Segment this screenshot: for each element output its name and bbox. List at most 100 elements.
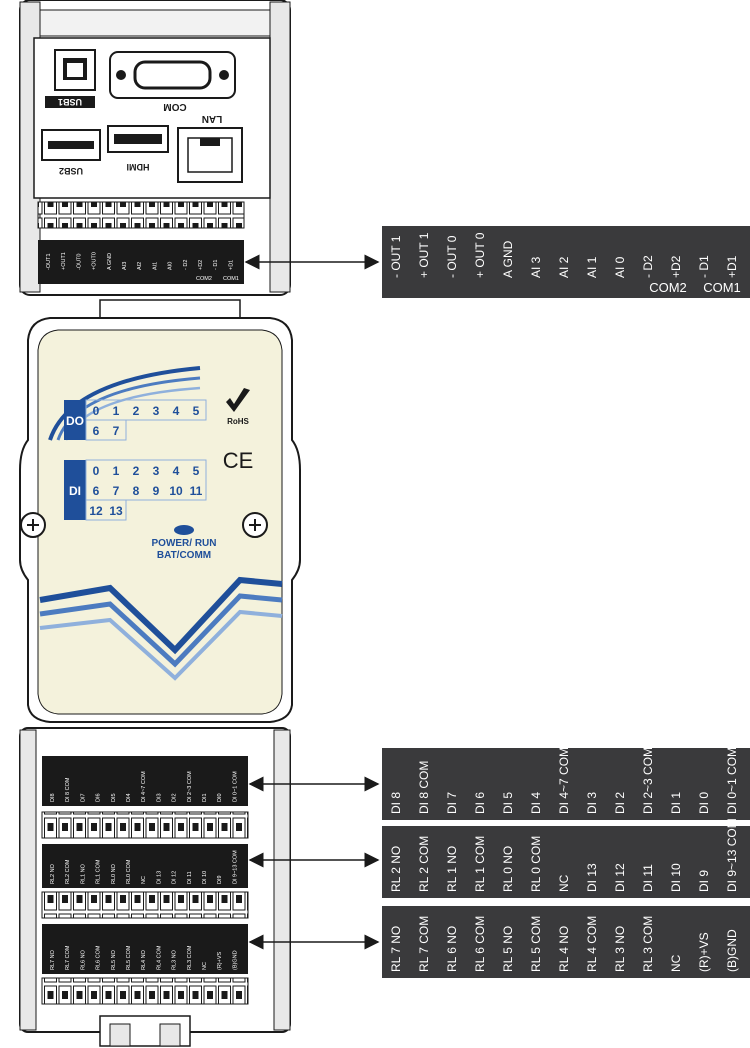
rl-small-label-3: RL1 COM (96, 859, 102, 884)
callout-rl-label-4: RL 0 NO (501, 846, 515, 892)
rl2-small-label-8: RL3 NO (172, 949, 178, 970)
top-small-label-11: - D1 (213, 260, 219, 270)
di-small-label-12: DI 0~1 COM (232, 771, 238, 802)
callout-top-label-7: AI 1 (585, 256, 599, 278)
terminal-block-2 (41, 891, 249, 919)
di-small-label-4: DI5 (111, 793, 117, 802)
callout-rl2-label-11: (R)+VS (697, 932, 711, 972)
callout-rl-label-8: DI 12 (613, 863, 627, 892)
callout-di-label-3: DI 6 (473, 792, 487, 814)
do-indicator-0: 0 (93, 404, 100, 418)
rl2-small-label-11: (R)+VS (217, 951, 223, 970)
rl-small-label-12: DI 9~13 COM (232, 850, 238, 884)
callout-rl-label-2: RL 1 NO (445, 846, 459, 892)
rohs-mark: RoHS (226, 388, 250, 426)
rl2-small-label-1: RL7 COM (65, 945, 71, 970)
top-group-label-0: COM2 (196, 276, 212, 282)
callout-rl-label-7: DI 13 (585, 863, 599, 892)
top-label-strip (38, 240, 244, 284)
callout-di-label-8: DI 2 (613, 792, 627, 814)
di-small-label-8: DI2 (172, 793, 178, 802)
top-small-label-7: AI1 (152, 262, 158, 270)
usb1-port: USB1 (45, 49, 96, 108)
top-small-label-6: AI2 (137, 262, 143, 270)
di-indicator-b-3: 9 (153, 484, 160, 498)
callout-rl-label-1: RL 2 COM (417, 836, 431, 892)
right-screw-icon (242, 512, 268, 538)
di-small-label-5: DI4 (126, 793, 132, 802)
callout-rl-label-9: DI 11 (641, 864, 655, 892)
rl-small-label-11: DI9 (217, 875, 223, 884)
callout-top-label-4: A GND (501, 240, 515, 278)
rl-small-label-8: DI 12 (172, 871, 178, 884)
di-indicator-3: 3 (153, 464, 160, 478)
rohs-label: RoHS (227, 417, 249, 426)
callout-rl-label-6: NC (557, 874, 571, 892)
power-run-label: POWER/ RUN (152, 538, 217, 549)
top-small-label-5: AI3 (122, 262, 128, 270)
top-small-label-12: +D1 (228, 260, 234, 270)
do-indicator-b-0: 6 (93, 424, 100, 438)
callout-di-label-5: DI 4 (529, 792, 543, 814)
callout-top-group-0: COM2 (649, 280, 687, 295)
rl2-small-label-0: RL7 NO (50, 949, 56, 970)
callout-di-label-4: DI 5 (501, 792, 515, 814)
rl2-small-label-10: NC (202, 962, 208, 970)
callout-top-label-9: - D2 (641, 255, 655, 278)
top-terminal-block (37, 201, 245, 229)
callout-rl2-label-10: NC (669, 954, 683, 972)
callout-top-label-12: +D1 (725, 255, 739, 278)
do-indicator-4: 4 (173, 404, 180, 418)
hdmi-label: HDMI (127, 162, 150, 172)
callout-top-label-8: AI 0 (613, 256, 627, 278)
di-small-label-6: DI 4~7 COM (141, 771, 147, 802)
callout-top-label-3: + OUT 0 (473, 232, 487, 278)
rl2-small-label-7: RL4 COM (156, 945, 162, 970)
callout-rl2-label-12: (B)GND (725, 929, 739, 972)
callout-di-label-9: DI 2~3 COM (641, 747, 655, 814)
di-indicator-b-1: 7 (113, 484, 120, 498)
di-indicator-5: 5 (193, 464, 200, 478)
com-label: COM (163, 101, 186, 112)
do-label: DO (66, 414, 84, 428)
callout-di-label-11: DI 0 (697, 792, 711, 814)
rl2-small-label-3: RL6 COM (96, 945, 102, 970)
callout-di-label-0: DI 8 (389, 792, 403, 814)
callout-di-label-1: DI 8 COM (417, 761, 431, 814)
di-indicator-b-4: 10 (169, 484, 183, 498)
di-indicator-c-1: 13 (109, 504, 123, 518)
rl-small-label-6: NC (141, 876, 147, 884)
callout-rl2-box (382, 906, 750, 978)
usb2-label: USB2 (59, 166, 83, 176)
di-indicator-2: 2 (133, 464, 140, 478)
rl2-small-label-9: RL3 COM (187, 945, 193, 970)
callout-rl2-label-0: RL 7 NO (389, 926, 403, 972)
top-small-label-1: +OUT1 (61, 252, 67, 270)
callout-rl-label-10: DI 10 (669, 863, 683, 892)
callout-di-label-10: DI 1 (669, 792, 683, 814)
com-port: COM (109, 51, 236, 112)
callout-rl2-label-1: RL 7 COM (417, 916, 431, 972)
left-screw-icon (20, 512, 46, 538)
usb2-port: USB2 (41, 129, 101, 176)
brand-wave (39, 576, 283, 681)
callout-rl2-label-8: RL 3 NO (613, 926, 627, 972)
top-small-label-9: - D2 (183, 260, 189, 270)
di-label-strip (42, 756, 248, 806)
terminal-block-1 (41, 811, 249, 839)
do-indicator-b-1: 7 (113, 424, 120, 438)
callout-rl2-label-3: RL 6 COM (473, 916, 487, 972)
do-indicator-2: 2 (133, 404, 140, 418)
di-small-label-9: DI 2~3 COM (187, 771, 193, 802)
relay-label-strip (42, 844, 248, 888)
top-small-label-0: -OUT1 (46, 254, 52, 271)
callout-rl-label-11: DI 9 (697, 870, 711, 892)
callout-rl2-label-6: RL 4 NO (557, 926, 571, 972)
power-led-icon (174, 525, 194, 535)
di-indicator-b-2: 8 (133, 484, 140, 498)
bat-comm-label: BAT/COMM (157, 550, 211, 561)
rl-small-label-9: DI 11 (187, 871, 193, 884)
lan-label: LAN (202, 113, 223, 124)
